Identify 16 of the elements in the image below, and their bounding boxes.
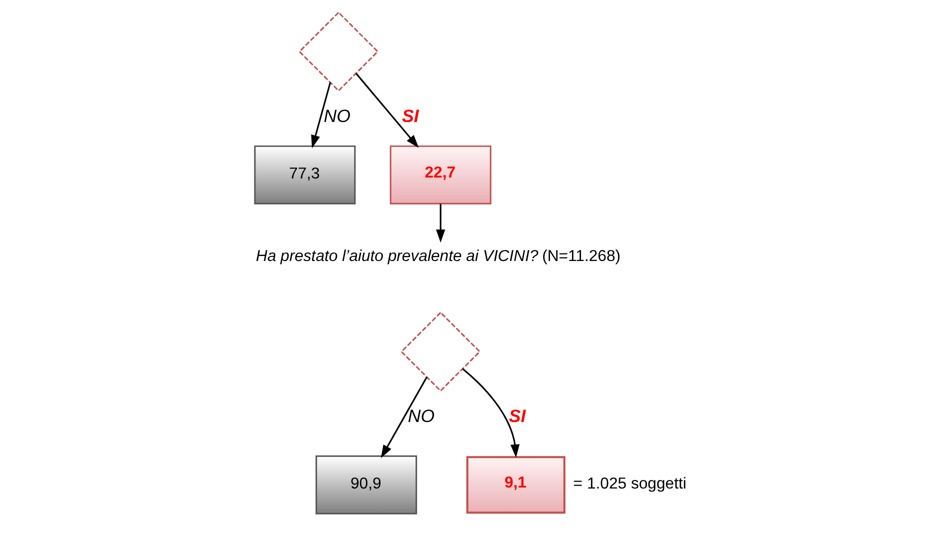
node-box: 77,3 [254,145,356,204]
arrow [462,368,520,458]
edge-label: SI [402,106,419,126]
arrow [380,376,428,458]
node-diamond [298,11,379,92]
node-box: 90,9 [316,455,418,514]
arrow [436,204,446,243]
edge-label: SI [508,406,526,426]
node-text: Ha prestato l’aiuto prevalente ai VICINI? (N=11.268) [256,248,621,265]
arrow [311,82,332,148]
edge-label: NO [408,406,435,426]
node-label: = 1.025 soggetti [573,476,686,493]
node-diamond [400,312,481,392]
edge-label: NO [324,106,350,126]
node-box: 22,7 [390,145,492,204]
arrow [356,72,419,148]
